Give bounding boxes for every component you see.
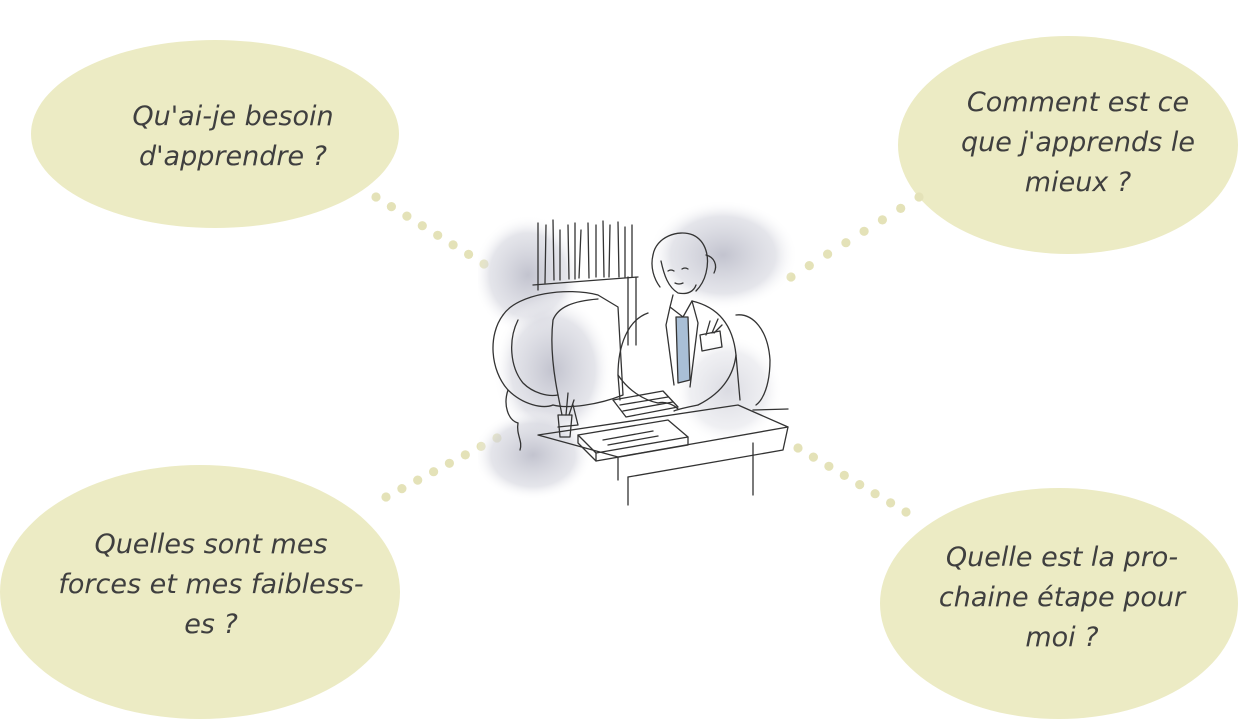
connector-dot [859,226,869,236]
connector-dot [402,211,412,221]
connector-dot [429,467,439,477]
question-line: chaine étape pour [938,581,1186,613]
shadow-blob [478,410,593,500]
connector-dot [464,249,474,259]
connector-dot [386,202,396,212]
question-bubble-top-left: Qu'ai-je besoin d'apprendre ? [31,40,399,228]
question-text-bottom-right: Quelle est la pro- chaine étape pour moi… [939,538,1185,658]
monitor-icon [492,290,624,451]
dotted-connector-top-left [371,192,489,269]
question-line: d'apprendre ? [139,141,327,172]
connector-dot [855,480,865,490]
connector-dot [841,238,851,248]
woman-figure [617,232,771,412]
connector-dot [433,230,443,240]
question-text-bottom-left: Quelles sont mes forces et mes faibless-… [58,525,363,645]
bookshelf-icon [532,219,639,346]
question-bubble-bottom-right: Quelle est la pro- chaine étape pour moi… [880,488,1238,719]
shadow-blob [648,200,798,310]
connector-dot [460,450,470,460]
question-line: mieux ? [1024,167,1132,198]
connector-dot [896,203,906,213]
connector-dot [877,215,888,225]
connector-dot [914,192,924,202]
shadow-blob [673,335,783,445]
question-bubble-top-right: Comment est ce que j'apprends le mieux ? [898,36,1238,254]
question-line: Quelles sont mes [94,529,328,560]
connector-dot [839,470,849,480]
connector-dot [808,452,819,462]
question-line: Comment est ce [966,87,1190,118]
question-line: que j'apprends le [961,127,1195,158]
connector-dot [804,261,814,271]
question-line: forces et mes faibless- [58,569,364,600]
question-line: Quelle est la pro- [945,541,1179,573]
connector-dot [417,221,427,231]
connector-dot [823,249,833,259]
question-text-top-left: Qu'ai-je besoin d'apprendre ? [132,97,333,177]
keyboard-icon [612,390,679,418]
connector-dot [448,240,458,250]
connector-dot [824,461,834,471]
connector-dot [413,475,423,485]
connector-dot [381,492,391,502]
connector-dot [901,507,911,517]
woman-at-computer-illustration [478,200,798,506]
question-text-top-right: Comment est ce que j'apprends le mieux ? [961,83,1195,203]
connector-dot [870,489,880,499]
question-line: es ? [184,609,238,640]
connector-dot [886,498,896,508]
connector-dot [397,484,407,494]
desk-icon [537,404,789,506]
question-line: moi ? [1025,621,1099,653]
connector-dot [371,192,381,202]
shadow-blob [493,295,613,445]
question-line: Qu'ai-je besoin [132,101,334,132]
pen-cup-icon [557,392,575,438]
connector-dot [793,443,803,453]
dotted-connector-bottom-right [793,443,911,517]
paper-tray-icon [577,419,689,462]
connector-dot [444,458,454,468]
question-bubble-bottom-left: Quelles sont mes forces et mes faibless-… [0,465,400,719]
